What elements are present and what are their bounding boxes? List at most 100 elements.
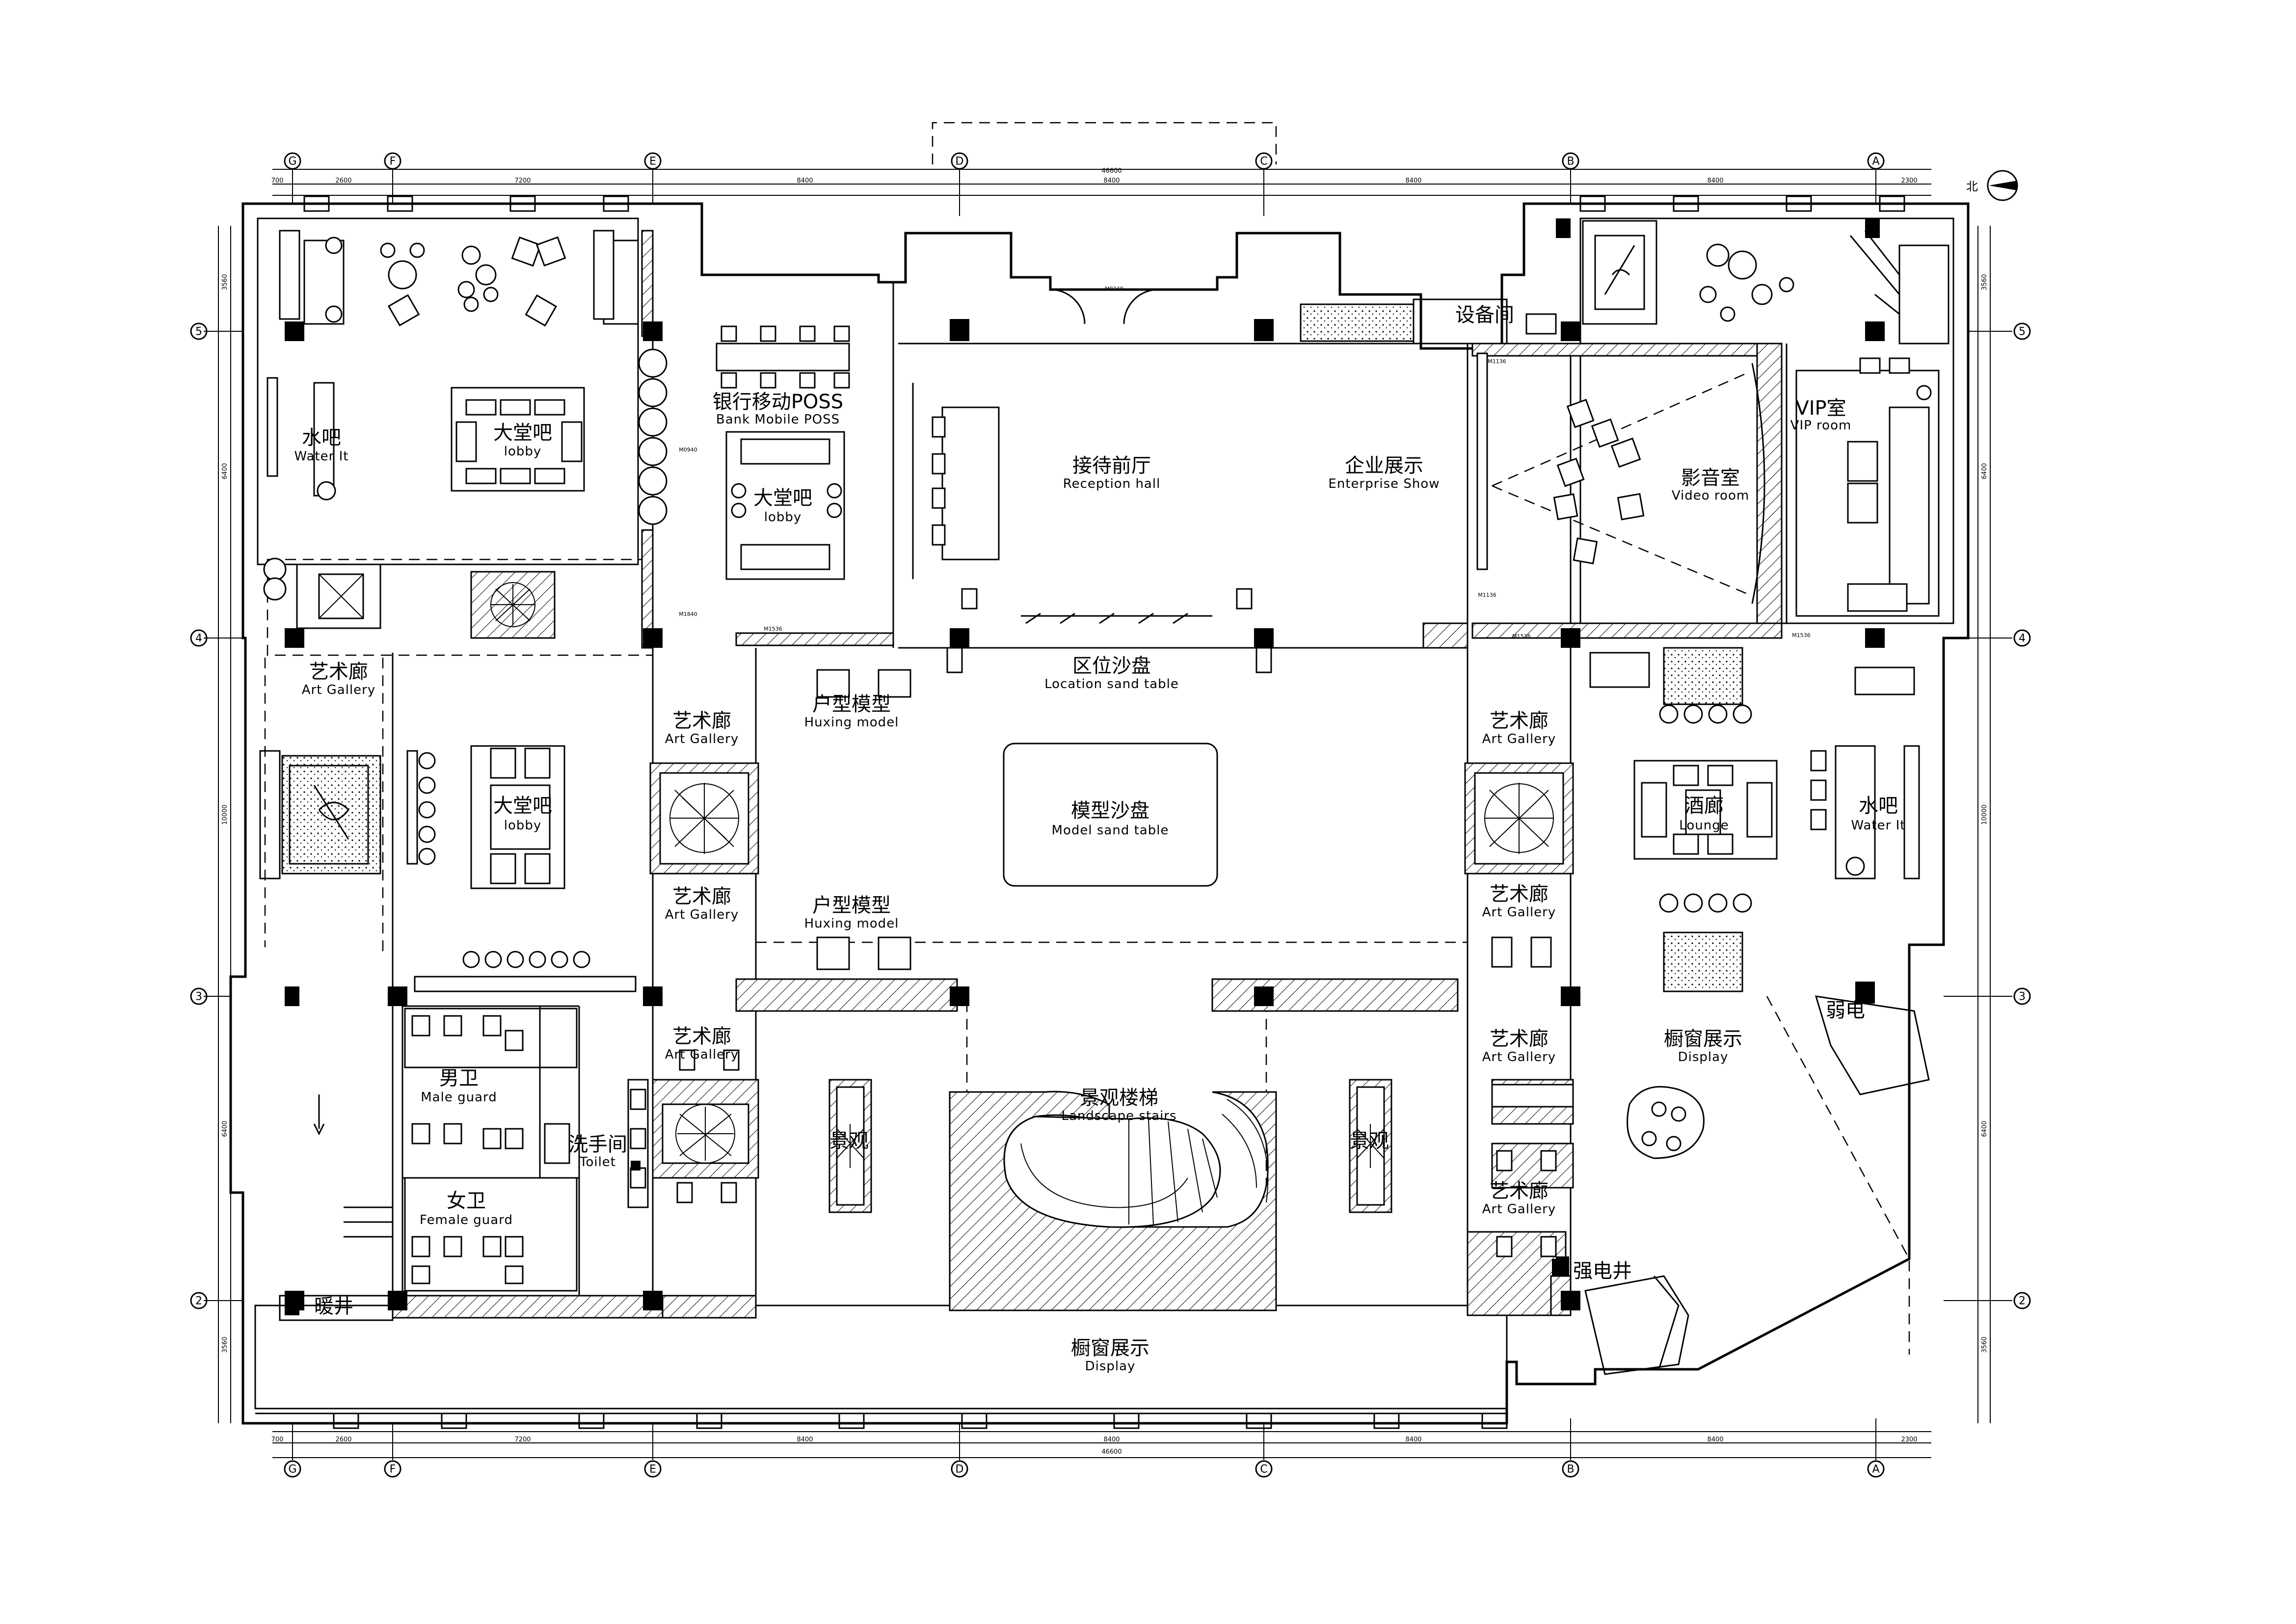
wall-pilasters	[303, 195, 1905, 1429]
left-dimension-line	[218, 226, 231, 1423]
dim-top-7: 8400	[1707, 177, 1723, 185]
room-enterprise-en: Enterprise Show	[1328, 477, 1440, 491]
room-strong-current: 强电井	[1573, 1260, 1632, 1282]
dim-bottom-5: 8400	[1103, 1436, 1120, 1443]
axis-label: G	[288, 1464, 296, 1476]
axis-bubbles-left: 5 4 3 2	[190, 322, 208, 1309]
dim-left-3: 10000	[221, 804, 229, 825]
top-dimension-line	[272, 169, 1931, 196]
toilet-block	[404, 1008, 641, 1292]
axis-label: E	[649, 1464, 656, 1476]
dim-left-2: 6400	[221, 463, 229, 479]
room-landscape-stairs: 景观楼梯	[1080, 1087, 1158, 1109]
axis-label: 5	[195, 326, 202, 338]
dim-right-3: 10000	[1981, 804, 1988, 825]
room-display-right-en: Display	[1678, 1050, 1729, 1065]
dim-bottom-2: 2600	[335, 1436, 351, 1443]
door-tag: M1536	[1792, 632, 1811, 639]
room-art-gallery-b1-en: Art Gallery	[1482, 732, 1556, 746]
door-tags: M0240 M1136 M1136 M1536 M1536 M0940 M184…	[679, 286, 1811, 639]
bottom-dimension-line	[272, 1431, 1931, 1458]
door-tag: M1136	[1478, 592, 1496, 598]
room-water-bar-right-en: Water It	[1851, 818, 1906, 833]
lobby-mid-furniture	[406, 745, 565, 889]
axis-label: F	[390, 1464, 396, 1476]
room-water-bar-left-en: Water It	[294, 449, 349, 464]
room-huxing-bottom: 户型模型	[812, 894, 891, 917]
room-lobby-mid: 大堂吧	[493, 795, 552, 817]
room-landscape-left: 景观	[829, 1130, 869, 1152]
room-art-gallery-left-en: Art Gallery	[302, 683, 376, 697]
gallery-b-furniture	[1491, 936, 1574, 1257]
room-video: 影音室	[1681, 467, 1740, 489]
dim-bottom-3: 7200	[514, 1436, 531, 1443]
axis-label: 2	[2019, 1295, 2026, 1307]
display-right-furniture	[1558, 995, 1930, 1370]
dim-bottom-1: 700	[271, 1436, 284, 1443]
door-tag: M1840	[679, 611, 697, 617]
axis-bubbles-right: 5 4 3 2	[2013, 322, 2031, 1309]
video-room-furniture	[1476, 352, 1765, 604]
axis-label: D	[956, 156, 964, 168]
room-location-sand: 区位沙盘	[1072, 655, 1151, 677]
axis-label: 4	[195, 633, 202, 645]
axis-label: E	[649, 156, 656, 168]
dim-top-5: 8400	[1103, 177, 1120, 185]
landscape-stairs	[949, 1091, 1277, 1311]
room-equipment: 设备间	[1455, 304, 1514, 326]
room-female: 女卫	[447, 1190, 486, 1212]
room-lobby-mid-en: lobby	[504, 818, 542, 833]
lounge-furniture	[1589, 652, 1915, 913]
axis-label: C	[1260, 1464, 1267, 1476]
axis-bubbles-top: G F E D C B A	[284, 152, 1885, 170]
room-lobby-bank: 大堂吧	[753, 487, 812, 509]
axis-label: G	[288, 156, 296, 168]
vip-room-furniture	[1795, 357, 1940, 617]
art-gallery-left-feature	[259, 750, 369, 879]
north-arrow-icon: 北	[1966, 170, 2018, 201]
room-art-gallery-e2: 艺术廊	[672, 885, 731, 908]
room-reception: 接待前厅	[1072, 454, 1151, 477]
room-art-gallery-b2: 艺术廊	[1490, 883, 1548, 905]
north-label: 北	[1966, 180, 1978, 193]
room-lobby-top: 大堂吧	[493, 422, 552, 444]
room-art-gallery-b1: 艺术廊	[1490, 710, 1548, 732]
door-tag: M1536	[764, 626, 782, 632]
room-video-en: Video room	[1672, 488, 1749, 503]
axis-label: A	[1872, 1464, 1879, 1476]
dim-bottom-7: 8400	[1707, 1436, 1723, 1443]
room-model-sand: 模型沙盘	[1071, 799, 1149, 822]
room-huxing-bottom-en: Huxing model	[804, 916, 899, 931]
room-heating: 暖井	[314, 1295, 353, 1318]
axis-label: 2	[195, 1295, 202, 1307]
left-bay-circles	[638, 348, 667, 525]
room-lobby-top-en: lobby	[504, 444, 542, 459]
right-dimension-line	[1977, 226, 1991, 1423]
dim-left-4: 6400	[221, 1120, 229, 1137]
dim-bottom-8: 2300	[1901, 1436, 1917, 1443]
dim-top-3: 7200	[514, 177, 531, 185]
room-art-gallery-e1-en: Art Gallery	[665, 732, 739, 746]
model-sand-table	[816, 669, 1218, 970]
reception-furniture	[912, 289, 1272, 673]
axis-label: 5	[2019, 326, 2026, 338]
axis-label: F	[390, 156, 396, 168]
strong-current-shaft	[1552, 1259, 1689, 1375]
room-landscape-stairs-en: Landscape stairs	[1061, 1109, 1176, 1123]
room-bank-poss-en: Bank Mobile POSS	[716, 412, 840, 427]
axis-label: 4	[2019, 633, 2026, 645]
door-tag: M1536	[1512, 633, 1531, 639]
landscape-planter-right	[1349, 1079, 1392, 1213]
bank-furniture	[716, 325, 850, 580]
room-lounge-en: Lounge	[1679, 818, 1729, 833]
room-landscape-right: 景观	[1350, 1130, 1389, 1152]
dim-bottom-6: 8400	[1405, 1436, 1421, 1443]
room-art-gallery-b4-en: Art Gallery	[1482, 1202, 1556, 1217]
grid-lines	[204, 169, 2012, 1460]
room-art-gallery-b3-en: Art Gallery	[1482, 1050, 1556, 1065]
dim-top-2: 2600	[335, 177, 351, 185]
water-bar-right	[1810, 745, 1920, 879]
dim-top-4: 8400	[797, 177, 813, 185]
axis-label: C	[1260, 156, 1267, 168]
